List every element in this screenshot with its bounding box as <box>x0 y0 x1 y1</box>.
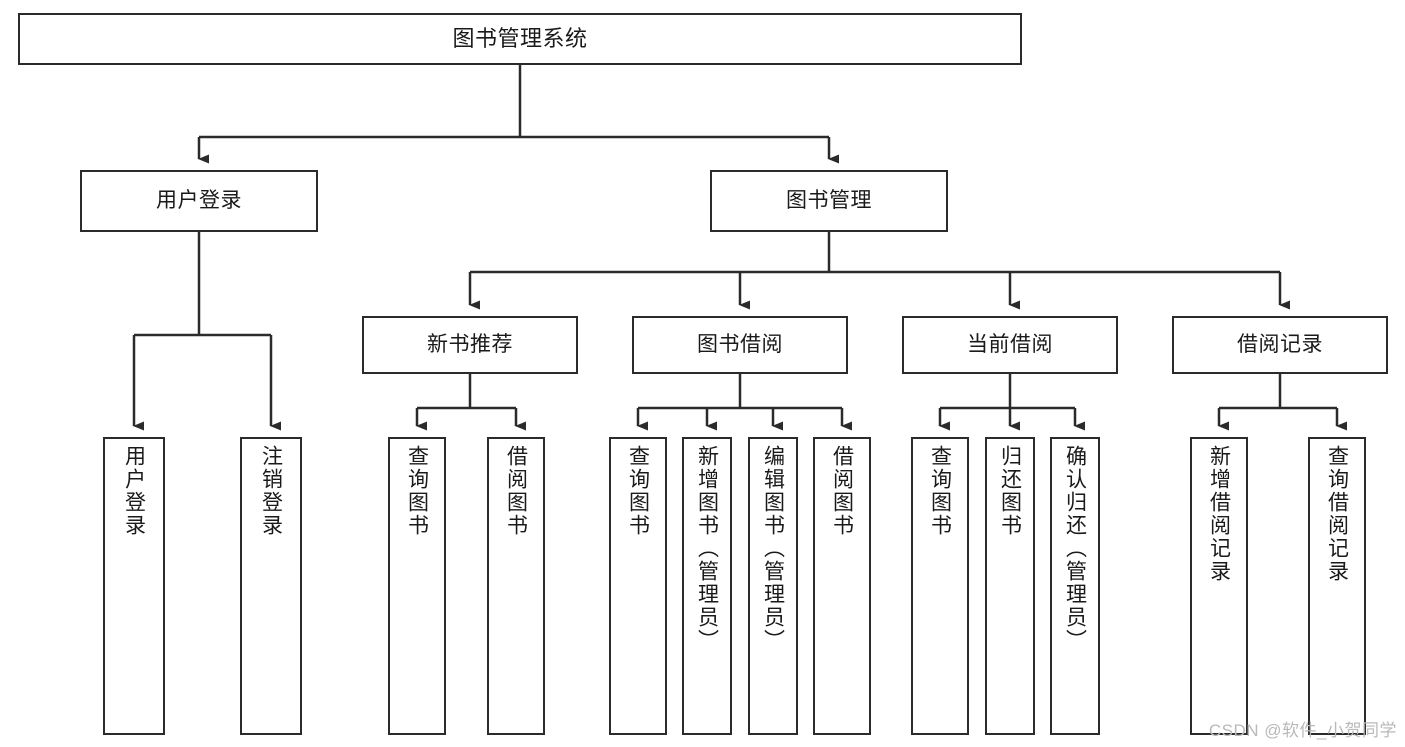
node-current-borrow: 当前借阅 <box>902 316 1118 374</box>
node-leaf-return-book: 归还图书 <box>985 437 1035 735</box>
node-label: 借阅记录 <box>1237 333 1323 357</box>
node-leaf-user-login: 用户登录 <box>103 437 165 735</box>
node-book-manage: 图书管理 <box>710 170 948 232</box>
node-leaf-borrow-book-2: 借阅图书 <box>813 437 871 735</box>
node-label: 图书借阅 <box>697 333 783 357</box>
node-label: 注销登录 <box>259 445 283 537</box>
node-new-book-rec: 新书推荐 <box>362 316 578 374</box>
node-label: 用户登录 <box>122 445 146 537</box>
node-label: 当前借阅 <box>967 333 1053 357</box>
node-borrow-record: 借阅记录 <box>1172 316 1388 374</box>
node-leaf-borrow-book-1: 借阅图书 <box>487 437 545 735</box>
node-leaf-query-book-3: 查询图书 <box>911 437 969 735</box>
node-label: 借阅图书 <box>504 445 528 537</box>
node-leaf-confirm-return-admin: 确认归还（管理员） <box>1050 437 1100 735</box>
node-label: 用户登录 <box>156 189 242 213</box>
node-label: 查询图书 <box>405 445 429 537</box>
node-label: 查询图书 <box>626 445 650 537</box>
node-leaf-logout: 注销登录 <box>240 437 302 735</box>
node-label: 编辑图书（管理员） <box>761 445 785 652</box>
node-label: 新增借阅记录 <box>1207 445 1231 583</box>
node-label: 归还图书 <box>998 445 1022 537</box>
node-label: 图书管理系统 <box>452 25 588 51</box>
node-leaf-query-book-1: 查询图书 <box>388 437 446 735</box>
node-label: 新书推荐 <box>427 333 513 357</box>
node-label: 借阅图书 <box>830 445 854 537</box>
node-leaf-query-borrow-record: 查询借阅记录 <box>1308 437 1366 735</box>
node-leaf-edit-book-admin: 编辑图书（管理员） <box>748 437 798 735</box>
node-leaf-add-book-admin: 新增图书（管理员） <box>682 437 732 735</box>
node-label: 查询借阅记录 <box>1325 445 1349 583</box>
node-label: 图书管理 <box>786 189 872 213</box>
node-label: 查询图书 <box>928 445 952 537</box>
node-label: 确认归还（管理员） <box>1063 445 1087 652</box>
node-root: 图书管理系统 <box>18 13 1022 65</box>
node-leaf-add-borrow-record: 新增借阅记录 <box>1190 437 1248 735</box>
node-book-borrow: 图书借阅 <box>632 316 848 374</box>
node-user-login: 用户登录 <box>80 170 318 232</box>
watermark-text: CSDN @软件_小贺同学 <box>1208 721 1397 740</box>
node-label: 新增图书（管理员） <box>695 445 719 652</box>
node-leaf-query-book-2: 查询图书 <box>609 437 667 735</box>
